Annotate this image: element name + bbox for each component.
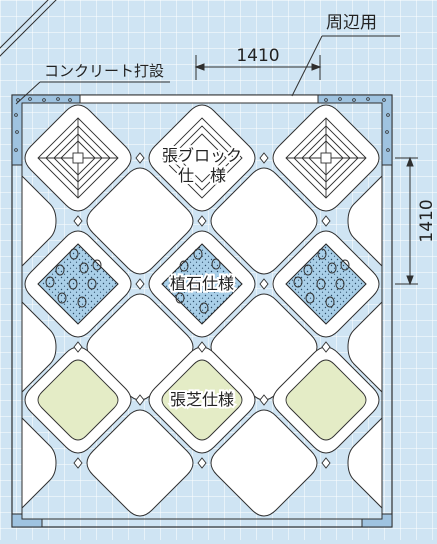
horizontal-dimension-value: 1410	[236, 46, 279, 66]
perimeter-beam	[79, 94, 319, 104]
turf-spec-label: 張芝仕様	[170, 390, 234, 409]
perimeter-label: 周辺用	[326, 13, 377, 33]
perimeter-callout: 周辺用	[291, 13, 400, 97]
block-pattern	[37, 117, 367, 199]
lattice-nodes	[73, 152, 331, 469]
vertical-dimension-value: 1410	[417, 199, 437, 242]
lattice-cells	[21, 104, 383, 517]
horizontal-dimension	[194, 55, 322, 80]
turf-pattern	[37, 359, 367, 441]
stone-spec-label: 植石仕様	[170, 274, 234, 293]
vertical-dimension	[395, 156, 418, 286]
block-spec-label-line1: 張ブロック	[162, 146, 242, 165]
concrete-label: コンクリート打設	[44, 62, 164, 80]
concrete-callout: コンクリート打設	[15, 62, 170, 105]
stone-pattern	[37, 243, 367, 325]
concrete-pour	[11, 94, 393, 528]
block-spec-label-line2: 仕 様	[178, 166, 226, 185]
